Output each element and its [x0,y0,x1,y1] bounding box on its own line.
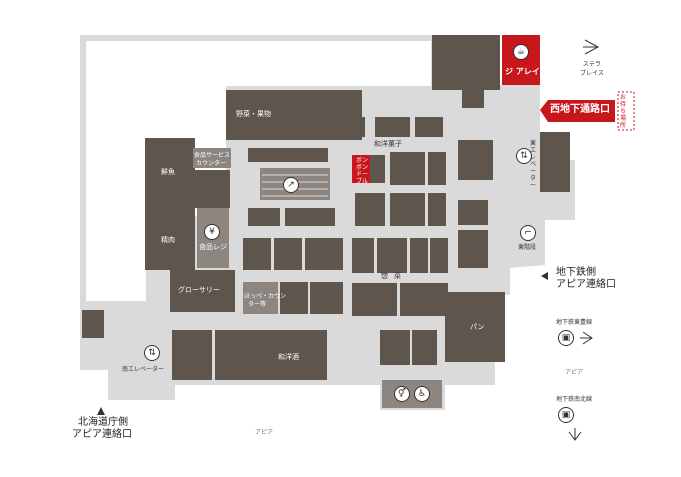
store-top-4 [375,117,410,137]
store-bottom-4 [380,330,410,365]
escalator-icon[interactable]: ↗ [283,177,299,193]
label-pan: パン [470,323,485,331]
label-souzai: 惣菜 [381,272,407,280]
store-seiniku [145,208,195,270]
shelf-20 [352,283,397,316]
south-elevator-icon[interactable]: ⇅ [144,345,160,361]
stairs-icon[interactable]: ⌐ [520,225,536,241]
floor-white-area [86,41,431,86]
label-stella-place[interactable]: ステラ プレイス [580,61,604,77]
shelf-6 [305,238,343,270]
train-icon-toho: ▣ [558,330,574,346]
shelf-11 [390,152,425,185]
label-apia-right: アピア [565,369,584,376]
label-yasai: 野菜・果物 [236,110,271,118]
store-sengyo [145,138,195,208]
train-icon-nanboku: ▣ [558,407,574,423]
shelf-12 [428,152,446,185]
label-shokuhin-register: 食品レジ [199,243,227,251]
shelf-8 [280,282,308,314]
label-east-stairs: 東階段 [518,244,537,251]
store-bottom-1 [172,330,212,380]
store-top-5 [415,117,443,137]
floor-white-area-3 [86,216,146,301]
label-sengyo: 鮮魚 [161,168,175,176]
label-wayo-gashi: 和洋菓子 [374,140,402,148]
store-top-3 [330,117,365,137]
shelf-16 [352,238,374,273]
store-right-1 [458,140,493,180]
shelf-17 [377,238,407,273]
service-counter [193,148,231,168]
label-apia-bottom: アピア [255,429,274,436]
store-right-4 [540,132,570,192]
store-pan [445,292,505,362]
shelf-18 [410,238,428,273]
shelf-21 [400,283,448,316]
label-south-elevator: 南エレベーター [122,366,165,373]
store-left-low [82,310,104,338]
store-right-3 [458,230,488,268]
shelf-3 [285,208,335,226]
cafe-name: ジ アレイ [505,67,540,76]
shelf-15 [428,193,446,226]
omachi-box [617,91,635,131]
store-yasai [226,90,292,140]
label-seiniku: 精肉 [161,236,175,244]
shelf-1 [248,148,328,162]
shelf-9 [310,282,343,314]
label-bonbon: ボンボンドーブル [356,157,369,185]
label-east-elevator: 東エレベーター [530,140,537,189]
west-underground-marker [540,100,615,122]
label-subway-side-2[interactable]: アピア連絡口 [556,279,616,290]
subway-side-arrow [541,272,548,280]
label-subway-nanboku: 地下鉄南北線 [556,396,593,403]
store-bottom-5 [412,330,437,365]
restroom-block [382,380,442,408]
restroom-icon[interactable]: ⚥ [394,386,410,402]
yen-icon: ¥ [204,224,220,240]
store-sengyo-2 [195,170,230,208]
label-west-underground[interactable]: 西地下通路口 [550,104,610,115]
store-bottom-2 [215,330,265,380]
elevator-icon[interactable]: ⇅ [516,148,532,164]
shelf-4 [243,238,271,270]
bonbon-block [352,155,370,183]
store-top-6 [462,78,484,108]
store-right-2 [458,200,488,225]
label-subway-side-1[interactable]: 地下鉄側 [556,267,596,278]
happy-counter [243,282,278,314]
shelf-5 [274,238,302,270]
cafe-block [502,35,540,85]
shelf-19 [430,238,448,273]
label-hokkaido-1[interactable]: 北海道庁側 [78,417,128,428]
label-wayoshu: 和洋酒 [278,353,299,361]
label-omachi: お待ち場所 [620,94,627,129]
label-happy-2: ター等 [248,301,267,308]
shelf-14 [390,193,425,226]
shelf-2 [248,208,280,226]
shelf-13 [355,193,385,226]
coffee-icon: ☕ [513,44,529,60]
label-counter: カウンター [196,160,227,167]
label-grocery: グローサリー [178,286,220,294]
label-subway-toho: 地下鉄東豊線 [556,319,593,326]
store-bottom-3 [305,330,327,350]
label-hokkaido-2[interactable]: アピア連絡口 [72,429,132,440]
hokkaido-arrow [97,407,105,415]
label-shokuhin-service: 食品サービス [194,152,231,159]
store-grocery [170,270,235,312]
wheelchair-icon[interactable]: ♿ [414,386,430,402]
label-happy-1: ほっぺ・カウン [244,293,287,300]
